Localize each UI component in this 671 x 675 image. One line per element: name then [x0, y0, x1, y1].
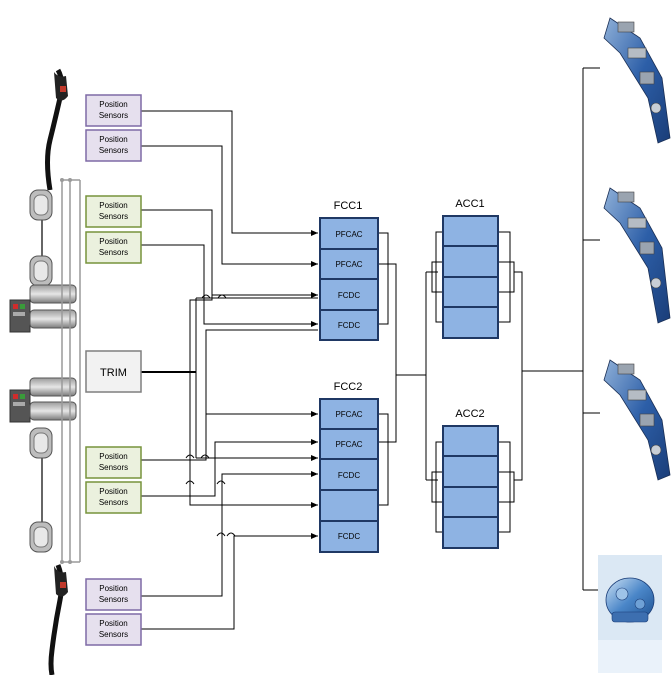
sensor-label-line2: Sensors [99, 212, 128, 221]
actuator-illustration [603, 187, 671, 324]
pedal-icon [29, 427, 53, 459]
cockpit-controls-illustration [9, 68, 81, 675]
fcc2-slot: PFCAC [335, 440, 362, 449]
actuator-illustration [603, 359, 671, 481]
fcc2-slot: FCDC [338, 471, 360, 480]
trim-label: TRIM [100, 367, 127, 379]
fcc1-slot: FCDC [338, 291, 360, 300]
fcc1-title: FCC1 [334, 200, 363, 212]
sensor-label-line1: Position [99, 135, 127, 144]
position-sensor-box: Position Sensors [85, 446, 142, 479]
pedal-icon [29, 521, 53, 553]
hydraulic-pump-illustration [598, 555, 662, 673]
pedal-icon [29, 189, 53, 221]
position-sensor-box: Position Sensors [85, 231, 142, 264]
sidestick-icon [48, 564, 68, 675]
sensor-label-line1: Position [99, 452, 127, 461]
position-sensor-box: Position Sensors [85, 481, 142, 514]
sensor-label-line1: Position [99, 584, 127, 593]
position-sensor-box: Position Sensors [85, 129, 142, 162]
actuator-illustration [603, 17, 671, 144]
acc1-title: ACC1 [455, 198, 484, 210]
sensor-label-line1: Position [99, 237, 127, 246]
position-sensor-box: Position Sensors [85, 195, 142, 228]
sensor-label-line2: Sensors [99, 111, 128, 120]
sensor-label-line2: Sensors [99, 463, 128, 472]
sensor-label-line2: Sensors [99, 146, 128, 155]
fcc1-slot: PFCAC [335, 260, 362, 269]
pedal-icon [29, 255, 53, 287]
fcc2-slot: FCDC [338, 532, 360, 541]
fcc2-slot: PFCAC [335, 410, 362, 419]
sensor-label-line2: Sensors [99, 248, 128, 257]
sensor-label-line1: Position [99, 201, 127, 210]
fcc1-slot: PFCAC [335, 230, 362, 239]
sidestick-icon [45, 68, 68, 191]
acc2-title: ACC2 [455, 408, 484, 420]
acc1-module: ACC1 [442, 198, 499, 339]
trim-box: TRIM [85, 350, 142, 393]
throttle-unit-icon [9, 377, 77, 423]
sensor-label-line1: Position [99, 619, 127, 628]
sensor-label-line2: Sensors [99, 630, 128, 639]
fcc2-module: FCC2 PFCAC PFCAC FCDC FCDC [319, 381, 379, 553]
position-sensor-box: Position Sensors [85, 94, 142, 127]
sensor-label-line1: Position [99, 100, 127, 109]
throttle-unit-icon [9, 284, 77, 333]
signal-wiring [141, 67, 600, 630]
position-sensor-box: Position Sensors [85, 613, 142, 646]
fcc1-slot: FCDC [338, 321, 360, 330]
fcc2-title: FCC2 [334, 381, 363, 393]
sensor-label-line2: Sensors [99, 595, 128, 604]
sensor-label-line2: Sensors [99, 498, 128, 507]
fcc1-module: FCC1 PFCAC PFCAC FCDC FCDC [319, 200, 379, 341]
acc2-module: ACC2 [442, 408, 499, 549]
position-sensor-box: Position Sensors [85, 578, 142, 611]
sensor-label-line1: Position [99, 487, 127, 496]
